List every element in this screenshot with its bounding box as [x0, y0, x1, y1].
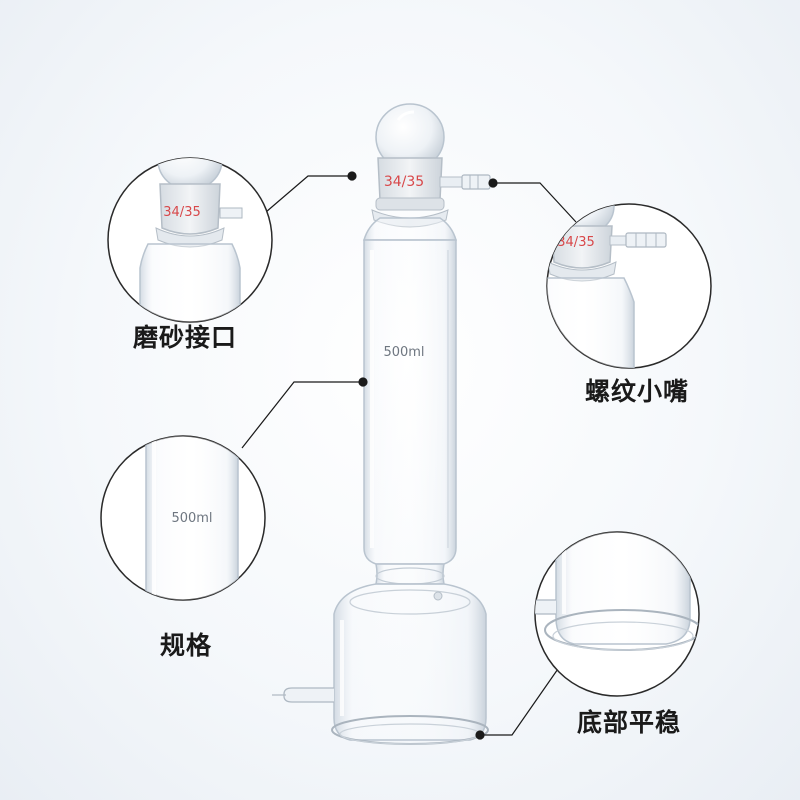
- leader-line-mid-left: [241, 381, 363, 449]
- detail-circle-stable-base: [534, 531, 700, 697]
- leader-line-top-left: [265, 175, 352, 213]
- detail-circle-ground-joint: 34/35: [107, 157, 273, 323]
- callout-label-ground-joint: 磨砂接口: [133, 323, 238, 352]
- callout-label-threaded-nozzle: 螺纹小嘴: [585, 377, 690, 406]
- detail-nozzle-joint-marking: 34/35: [557, 235, 594, 250]
- detail-joint-marking: 34/35: [163, 205, 200, 220]
- bottom-bell: [331, 583, 489, 745]
- main-cylinder: 500ml: [363, 239, 457, 565]
- side-nozzle: [439, 174, 491, 190]
- volume-marking: 500ml: [383, 345, 424, 360]
- main-apparatus: 34/35 500ml: [272, 103, 491, 745]
- ground-glass-joint: 34/35: [371, 157, 449, 228]
- leader-line-bottom-right: [480, 665, 561, 736]
- detail-circle-threaded-nozzle: 34/35: [546, 203, 712, 369]
- detail-circle-specification: 500ml: [100, 435, 266, 601]
- callout-label-stable-base: 底部平稳: [577, 708, 682, 737]
- callout-label-specification: 规格: [160, 631, 213, 660]
- detail-volume-marking: 500ml: [171, 511, 212, 526]
- bottom-side-tube: [272, 687, 334, 703]
- joint-marking: 34/35: [384, 174, 424, 190]
- leader-lines: [241, 171, 577, 740]
- leader-line-top-right: [493, 182, 577, 223]
